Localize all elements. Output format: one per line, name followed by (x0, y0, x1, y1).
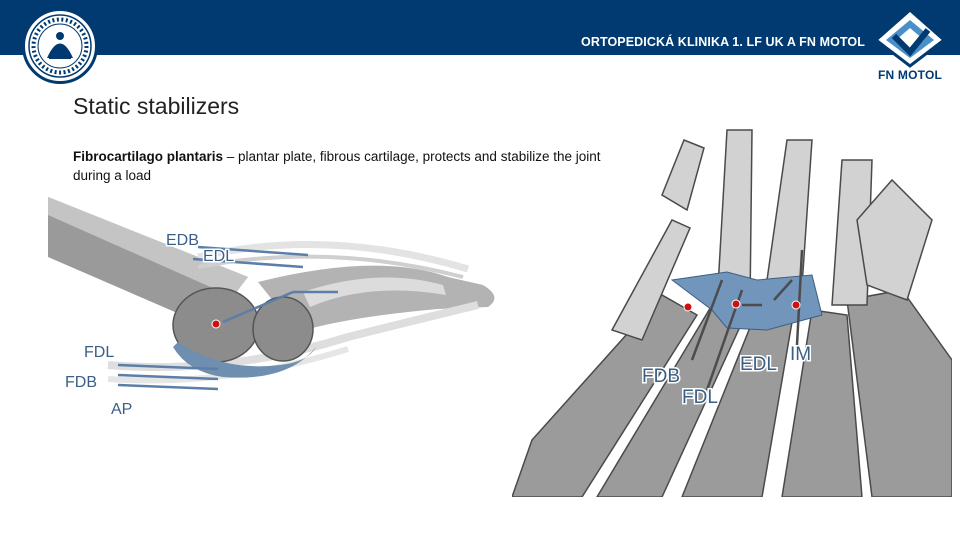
metatarsals (512, 289, 952, 497)
toe-phalanges (610, 129, 933, 341)
joint-center-dot (211, 319, 221, 329)
joint-center-dots (683, 299, 801, 312)
term-definition: – plantar plate, fibrous cartilage, prot… (73, 149, 601, 183)
label-fdl: FDL (682, 387, 718, 408)
label-fdb: FDB (65, 374, 97, 391)
label-fdb: FDB (642, 366, 680, 387)
label-edb: EDB (166, 232, 199, 249)
label-edl: EDL (740, 354, 777, 375)
university-seal-icon (22, 8, 98, 84)
force-arrows (117, 245, 338, 391)
fn-motol-logo: FN MOTOL (872, 7, 948, 98)
label-edl: EDL (203, 248, 234, 265)
label-ap: AP (111, 401, 132, 418)
label-im: IM (790, 344, 811, 365)
fn-motol-label: FN MOTOL (877, 68, 943, 82)
body-text: Fibrocartilago plantaris – plantar plate… (73, 147, 613, 185)
forefoot-dorsal-illustration: FDB FDL EDL IM (512, 129, 952, 497)
joint-heads (172, 287, 314, 363)
label-fdl: FDL (84, 344, 114, 361)
fn-motol-logo-icon (873, 7, 947, 68)
slide-title: Static stabilizers (73, 93, 240, 119)
toe-joint-side-illustration: EDB EDL FDL FDB AP (48, 197, 495, 420)
term-bold: Fibrocartilago plantaris (73, 149, 224, 164)
header-bar (0, 0, 960, 55)
clinic-name: ORTOPEDICKÁ KLINIKA 1. LF UK A FN MOTOL (581, 35, 865, 49)
